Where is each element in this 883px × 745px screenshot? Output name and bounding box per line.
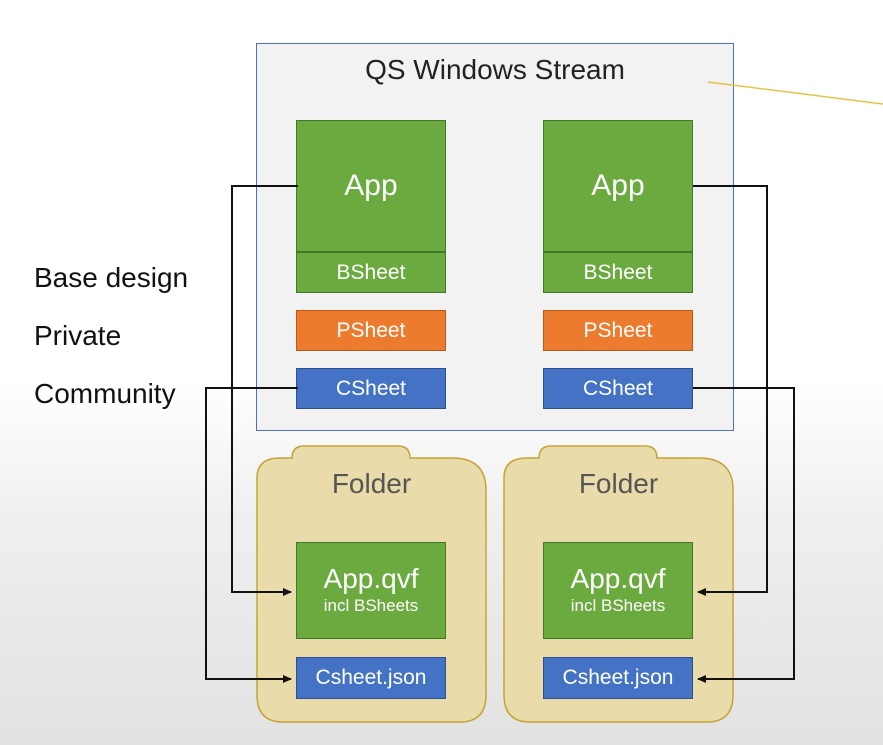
right-csheet-json-label: Csheet.json xyxy=(562,666,674,689)
right-psheet-label: PSheet xyxy=(583,318,653,342)
left-csheet-label: CSheet xyxy=(335,376,407,400)
right-psheet: PSheet xyxy=(543,310,693,351)
annotation-line xyxy=(707,81,883,105)
right-app-label: App xyxy=(591,169,645,202)
left-psheet-label: PSheet xyxy=(336,318,406,342)
right-bsheet: BSheet xyxy=(543,252,693,293)
left-csheet-connector xyxy=(205,387,298,683)
right-app-qvf-title: App.qvf xyxy=(570,563,666,594)
right-app-qvf-subtitle: incl BSheets xyxy=(570,596,666,615)
right-csheet-label: CSheet xyxy=(582,376,654,400)
right-app-box: App xyxy=(543,120,693,252)
left-app-qvf-subtitle: incl BSheets xyxy=(323,596,419,615)
left-app-box: App xyxy=(296,120,446,252)
left-app-qvf: App.qvf incl BSheets xyxy=(296,542,446,639)
right-app-qvf: App.qvf incl BSheets xyxy=(543,542,693,639)
left-psheet: PSheet xyxy=(296,310,446,351)
right-csheet-json: Csheet.json xyxy=(543,657,693,699)
legend-community: Community xyxy=(34,378,176,409)
right-csheet: CSheet xyxy=(543,368,693,409)
right-csheet-connector xyxy=(693,387,795,683)
left-csheet-json-label: Csheet.json xyxy=(315,666,427,689)
left-csheet: CSheet xyxy=(296,368,446,409)
left-app-qvf-title: App.qvf xyxy=(323,563,419,594)
left-bsheet-label: BSheet xyxy=(336,260,406,284)
left-folder-label: Folder xyxy=(331,468,412,499)
right-bsheet-label: BSheet xyxy=(583,260,653,284)
legend-base-design: Base design xyxy=(34,262,189,293)
legend-private: Private xyxy=(34,320,122,351)
left-app-label: App xyxy=(344,169,398,202)
right-folder-label: Folder xyxy=(578,468,659,499)
left-csheet-json: Csheet.json xyxy=(296,657,446,699)
stream-title: QS Windows Stream xyxy=(365,54,625,85)
left-bsheet: BSheet xyxy=(296,252,446,293)
